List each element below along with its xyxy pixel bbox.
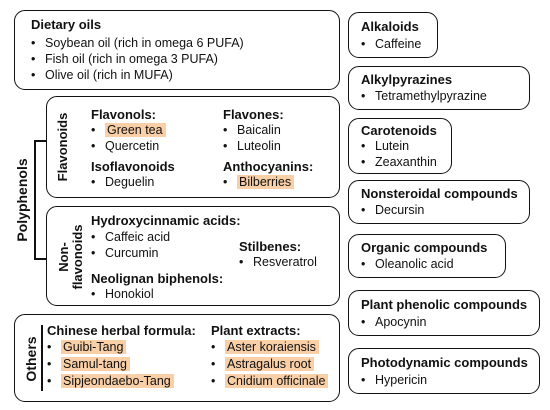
highlighted-item: Samul-tang (61, 357, 130, 371)
list-item: Luteolin (223, 139, 281, 154)
anthocyanins-title: Anthocyanins: (223, 159, 314, 174)
list-item: Samul-tang (47, 357, 130, 372)
list-item: Resveratrol (239, 255, 317, 270)
bracket-top-arm (34, 140, 46, 142)
others-divider (41, 325, 43, 391)
list-item: Aster koraiensis (211, 340, 319, 355)
stilbenes-title: Stilbenes: (239, 239, 302, 254)
flavonoids-label: Flavonoids (55, 112, 70, 182)
flavonols-title: Flavonols: (91, 107, 157, 122)
dietary-oils-title: Dietary oils (31, 17, 102, 32)
neolignan-title: Neolignan biphenols: (91, 271, 224, 286)
list-item: Honokiol (91, 287, 154, 302)
organic-compounds-title: Organic compounds (361, 240, 488, 255)
plant-phenolic-compounds-box: Plant phenolic compounds Apocynin (348, 290, 540, 336)
alkaloids-title: Alkaloids (361, 19, 419, 34)
plant-phenolic-compounds-title: Plant phenolic compounds (361, 297, 528, 312)
carotenoids-title: Carotenoids (361, 123, 437, 138)
isoflavonoids-title: Isoflavonoids (91, 159, 175, 174)
list-item: Caffeine (361, 37, 421, 52)
highlighted-item: Aster koraiensis (225, 340, 319, 354)
alkylpyrazines-box: Alkylpyrazines Tetramethylpyrazine (348, 66, 530, 110)
list-item: Oleanolic acid (361, 257, 454, 272)
others-box: Others Chinese herbal formula: Guibi-Tan… (14, 314, 340, 402)
list-item: Olive oil (rich in MUFA) (31, 68, 173, 83)
list-item: Bilberries (223, 175, 295, 190)
hydroxycinnamic-title: Hydroxycinnamic acids: (91, 213, 241, 228)
list-item: Caffeic acid (91, 230, 170, 245)
list-item: Baicalin (223, 123, 281, 138)
list-item: Green tea (91, 123, 166, 138)
highlighted-item: Green tea (105, 123, 166, 137)
list-item: Apocynin (361, 315, 426, 330)
list-item: Hypericin (361, 373, 427, 388)
plant-extracts-title: Plant extracts: (211, 323, 301, 338)
list-item: Lutein (361, 139, 409, 154)
carotenoids-box: Carotenoids Lutein Zeaxanthin (348, 118, 452, 174)
highlighted-item: Sipjeondaebo-Tang (61, 374, 174, 388)
non-flavonoids-label: Non- flavonoids (56, 224, 85, 290)
list-item: Deguelin (91, 175, 154, 190)
highlighted-item: Cnidium officinale (225, 374, 329, 388)
list-item: Cnidium officinale (211, 374, 329, 389)
list-item: Zeaxanthin (361, 155, 437, 170)
non-flavonoids-label-line2: flavonoids (70, 224, 85, 290)
flavonoids-box: Flavonoids Flavonols: Green tea Querceti… (46, 96, 340, 198)
list-item: Quercetin (91, 139, 159, 154)
photodynamic-compounds-title: Photodynamic compounds (361, 355, 528, 370)
list-item: Astragalus root (211, 357, 315, 372)
others-label: Others (23, 336, 39, 382)
highlighted-item: Guibi-Tang (61, 340, 127, 354)
nonsteroidal-compounds-box: Nonsteroidal compounds Decursin (348, 180, 530, 224)
list-item: Fish oil (rich in omega 3 PUFA) (31, 52, 218, 67)
polyphenols-label: Polyphenols (14, 158, 30, 242)
organic-compounds-box: Organic compounds Oleanolic acid (348, 234, 506, 278)
list-item: Soybean oil (rich in omega 6 PUFA) (31, 36, 244, 51)
bracket-bottom-arm (34, 258, 46, 260)
alkaloids-box: Alkaloids Caffeine (348, 12, 438, 58)
nonsteroidal-compounds-title: Nonsteroidal compounds (361, 186, 518, 201)
list-item: Curcumin (91, 246, 159, 261)
list-item: Tetramethylpyrazine (361, 89, 487, 104)
highlighted-item: Astragalus root (225, 357, 315, 371)
list-item: Sipjeondaebo-Tang (47, 374, 174, 389)
non-flavonoids-box: Non- flavonoids Hydroxycinnamic acids: C… (46, 206, 340, 306)
dietary-oils-box: Dietary oils Soybean oil (rich in omega … (14, 10, 340, 90)
list-item: Guibi-Tang (47, 340, 127, 355)
list-item: Decursin (361, 203, 424, 218)
highlighted-item: Bilberries (237, 175, 295, 189)
chinese-herbal-title: Chinese herbal formula: (47, 323, 196, 338)
photodynamic-compounds-box: Photodynamic compounds Hypericin (348, 348, 540, 394)
alkylpyrazines-title: Alkylpyrazines (361, 72, 453, 87)
bracket-vertical-line (34, 140, 36, 260)
non-flavonoids-label-line1: Non- (56, 242, 71, 272)
flavones-title: Flavones: (223, 107, 284, 122)
